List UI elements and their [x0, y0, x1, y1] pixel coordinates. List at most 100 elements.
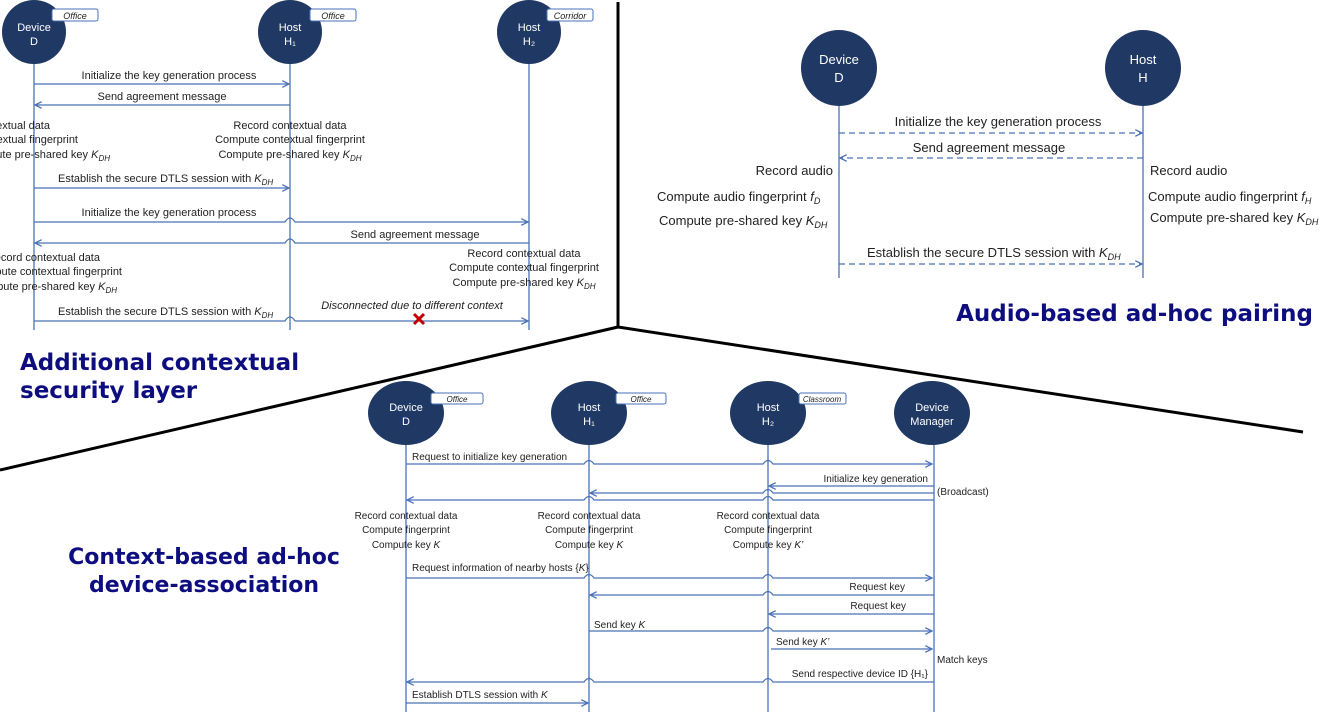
- svg-text:Compute key K: Compute key K: [555, 540, 625, 551]
- node-sublabel: D: [402, 416, 410, 428]
- node-device-d: Device D: [801, 30, 877, 106]
- message: Send respective device ID {H₁}: [407, 669, 934, 682]
- panel-title-contextual-line2: security layer: [20, 378, 198, 404]
- message-label: Establish DTLS session with K: [412, 690, 549, 701]
- message: Request to initialize key generation: [406, 452, 932, 464]
- svg-text:Compute fingerprint: Compute fingerprint: [545, 525, 633, 536]
- message-label: Establish the secure DTLS session with K…: [867, 245, 1121, 262]
- message-label: Initialize the key generation process: [82, 207, 257, 219]
- svg-text:Record contextual data: Record contextual data: [467, 248, 581, 260]
- note-host-h2: Record contextual data Compute contextua…: [449, 248, 599, 291]
- message-label: Send key K: [594, 620, 646, 631]
- node-sublabel: H₂: [523, 36, 535, 48]
- message: [407, 495, 934, 501]
- node-label: Host: [757, 402, 780, 414]
- node-sublabel: D: [30, 36, 38, 48]
- note-device-block1: Record contextual data Compute contextua…: [0, 120, 110, 163]
- svg-text:Record contextual data: Record contextual data: [717, 511, 820, 522]
- location-tag-label: Office: [631, 395, 652, 404]
- panel-title-contextual: Additional contextual: [20, 350, 299, 376]
- message-label: Send key K’: [776, 637, 830, 648]
- message-label: Request to initialize key generation: [412, 452, 567, 463]
- location-tag-label: Office: [63, 11, 87, 21]
- svg-text:Compute pre-shared key KDH: Compute pre-shared key KDH: [0, 149, 110, 163]
- node-sublabel: H₁: [284, 36, 296, 48]
- note-host-h1-block1: Record contextual data Compute contextua…: [215, 120, 365, 163]
- panel-dividers: [0, 2, 1304, 472]
- location-tag: [798, 392, 847, 405]
- node-label: Device: [819, 52, 859, 67]
- note-device-block2: Record contextual data Compute contextua…: [0, 252, 122, 295]
- node-device-d: Device D Office: [2, 0, 99, 64]
- message: Initialize the key generation process: [839, 114, 1142, 133]
- panel-contextual-security: Device D Office Host H₁ Office Host H₂ C…: [0, 0, 599, 404]
- node-label: Host: [1130, 52, 1157, 67]
- node-sublabel: Manager: [910, 416, 954, 428]
- node-label: Host: [578, 402, 601, 414]
- message-label: Request key: [850, 601, 906, 612]
- node-label: Device: [389, 402, 423, 414]
- location-tag: [615, 392, 667, 405]
- location-tag-label: Classroom: [803, 395, 842, 404]
- message-label: Request information of nearby hosts {K}: [412, 563, 589, 574]
- divider-right: [617, 325, 1304, 434]
- message: Establish DTLS session with K: [406, 690, 588, 703]
- message-label: Send respective device ID {H₁}: [792, 669, 929, 680]
- note-match-keys: Match keys: [937, 655, 988, 666]
- node-label: Host: [279, 22, 302, 34]
- svg-text:Compute pre-shared key KDH: Compute pre-shared key KDH: [218, 149, 361, 163]
- note-host-h1: Record contextual data Compute fingerpri…: [538, 511, 641, 551]
- message-label: Initialize the key generation process: [82, 70, 257, 82]
- location-tag: [430, 392, 484, 405]
- node-sublabel: H₁: [583, 416, 595, 428]
- panel-device-association: Device D Office Host H₁ Office Host H₂ C…: [68, 381, 989, 712]
- svg-text:Record audio: Record audio: [1150, 163, 1227, 178]
- node-label: Device: [915, 402, 949, 414]
- panel-title-audio: Audio-based ad-hoc pairing: [956, 301, 1313, 327]
- svg-text:Compute fingerprint: Compute fingerprint: [724, 525, 812, 536]
- svg-text:Record contextual data: Record contextual data: [538, 511, 641, 522]
- message: Initialize the key generation process: [34, 207, 528, 222]
- panel-title-association-line2: device-association: [89, 573, 319, 598]
- svg-text:Record contextual data: Record contextual data: [0, 120, 51, 132]
- node-sublabel: H: [1138, 70, 1147, 85]
- svg-text:Compute contextual fingerprint: Compute contextual fingerprint: [0, 266, 122, 278]
- svg-text:Record contextual data: Record contextual data: [0, 252, 101, 264]
- svg-text:Compute pre-shared key KDH: Compute pre-shared key KDH: [1150, 210, 1319, 227]
- message-label: Send agreement message: [97, 91, 226, 103]
- note-host: Record audio Compute audio fingerprint f…: [1148, 163, 1319, 227]
- note-device: Record audio Compute audio fingerprint f…: [657, 163, 833, 230]
- svg-text:Compute pre-shared key KDH: Compute pre-shared key KDH: [452, 277, 595, 291]
- message: Send agreement message: [840, 140, 1143, 158]
- panel-title-association: Context-based ad-hoc: [68, 545, 340, 570]
- message-label: Request key: [849, 582, 905, 593]
- svg-text:Compute contextual fingerprint: Compute contextual fingerprint: [0, 134, 78, 146]
- message: Establish the secure DTLS session with K…: [839, 245, 1142, 264]
- note-device-d: Record contextual data Compute fingerpri…: [355, 511, 458, 551]
- message-failed: Disconnected due to different context: [295, 300, 528, 326]
- message-label: Disconnected due to different context: [321, 300, 504, 312]
- location-tag: [51, 8, 99, 22]
- svg-text:Compute audio fingerprint fH: Compute audio fingerprint fH: [1148, 189, 1312, 206]
- location-tag: [309, 8, 357, 22]
- note-host-h2: Record contextual data Compute fingerpri…: [717, 511, 820, 551]
- svg-text:Compute audio fingerprint fD: Compute audio fingerprint fD: [657, 189, 821, 206]
- message: (Broadcast): [590, 487, 989, 498]
- message-label: Send agreement message: [913, 140, 1065, 155]
- message: Initialize the key generation process: [34, 70, 289, 84]
- node-label: Device: [17, 22, 51, 34]
- message-label: Initialize the key generation process: [895, 114, 1102, 129]
- node-host-h: Host H: [1105, 30, 1181, 106]
- message-label: Establish the secure DTLS session with K…: [58, 173, 273, 187]
- divider-left: [0, 325, 619, 472]
- svg-text:Record contextual data: Record contextual data: [233, 120, 347, 132]
- message-label: Initialize key generation: [823, 474, 928, 485]
- location-tag: [546, 8, 594, 22]
- location-tag-label: Corridor: [554, 11, 588, 21]
- svg-text:Compute key K: Compute key K: [372, 540, 442, 551]
- node-sublabel: D: [834, 70, 843, 85]
- svg-text:Record audio: Record audio: [756, 163, 833, 178]
- svg-text:Compute contextual fingerprint: Compute contextual fingerprint: [449, 262, 599, 274]
- svg-text:Compute contextual fingerprint: Compute contextual fingerprint: [215, 134, 365, 146]
